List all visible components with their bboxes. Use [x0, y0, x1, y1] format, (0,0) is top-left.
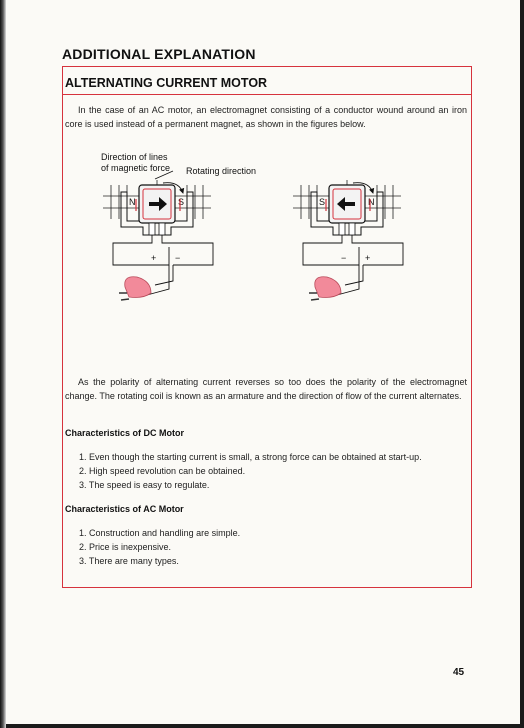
- polarity-paragraph: As the polarity of alternating current r…: [65, 377, 467, 401]
- brush-left: [338, 222, 346, 236]
- brush-right: [348, 222, 356, 236]
- intro-paragraph: In the case of an AC motor, an electroma…: [65, 105, 467, 129]
- armature-coil: [142, 188, 172, 220]
- page-binding-edge: [0, 0, 6, 728]
- document-page: ADDITIONAL EXPLANATION ALTERNATING CURRE…: [6, 0, 520, 724]
- terminal-sign-right: −: [175, 253, 180, 263]
- pole-left: S: [319, 197, 325, 207]
- power-plug-icon: [124, 276, 152, 298]
- force-arrow-icon: [149, 197, 167, 211]
- list-item: 3. The speed is easy to regulate.: [79, 480, 210, 490]
- box-title: ALTERNATING CURRENT MOTOR: [65, 76, 268, 90]
- ac-characteristics-list: 1. Construction and handling are simple.…: [79, 526, 240, 568]
- plug-prong: [310, 298, 320, 301]
- motor-figure: Direction of lines of magnetic force Rot…: [101, 152, 404, 301]
- plug-prong: [120, 298, 130, 301]
- section-title: ADDITIONAL EXPLANATION: [62, 46, 256, 62]
- pole-right: N: [368, 197, 375, 207]
- page-number: 45: [453, 667, 465, 678]
- pole-right: S: [178, 197, 184, 207]
- motor-diagram-right: S N − +: [293, 180, 404, 301]
- figure-label-lines: Direction of lines: [101, 152, 168, 162]
- figure-label-force: of magnetic force: [101, 163, 170, 173]
- list-item: 3. There are many types.: [79, 556, 179, 566]
- stator-yoke: [120, 191, 194, 236]
- plug-cord: [146, 265, 170, 296]
- circuit-wire: [161, 235, 214, 266]
- brush-right: [158, 222, 166, 236]
- terminal-sign-right: +: [365, 253, 370, 263]
- dc-heading: Characteristics of DC Motor: [65, 428, 185, 438]
- explanation-box: ALTERNATING CURRENT MOTOR In the case of…: [62, 66, 472, 588]
- pole-left: N: [129, 197, 136, 207]
- plug-cord: [154, 265, 174, 286]
- list-item: 2. High speed revolution can be obtained…: [79, 466, 246, 476]
- circuit-wire: [351, 235, 404, 266]
- rotation-arrow-icon: [352, 182, 375, 194]
- dc-characteristics-list: 1. Even though the starting current is s…: [79, 450, 422, 492]
- plug-cord: [336, 265, 360, 296]
- brush-left: [148, 222, 156, 236]
- motor-diagram-left: N S + −: [103, 170, 214, 301]
- rotation-arrow-icon: [162, 182, 185, 194]
- figure-label-rotating: Rotating direction: [186, 166, 256, 176]
- force-arrow-icon: [337, 197, 355, 211]
- stator-yoke: [310, 191, 384, 236]
- ac-heading: Characteristics of AC Motor: [65, 504, 184, 514]
- list-item: 1. Construction and handling are simple.: [79, 528, 241, 538]
- circuit-wire: [302, 235, 360, 266]
- power-plug-icon: [314, 276, 342, 298]
- label-leader-line: [154, 170, 174, 180]
- plug-cord: [344, 265, 364, 286]
- terminal-sign-left: −: [341, 253, 346, 263]
- circuit-wire: [112, 235, 170, 266]
- list-item: 2. Price is inexpensive.: [79, 542, 172, 552]
- terminal-sign-left: +: [151, 253, 156, 263]
- list-item: 1. Even though the starting current is s…: [79, 452, 422, 462]
- box-header: ALTERNATING CURRENT MOTOR: [63, 67, 471, 95]
- armature-coil: [332, 188, 362, 220]
